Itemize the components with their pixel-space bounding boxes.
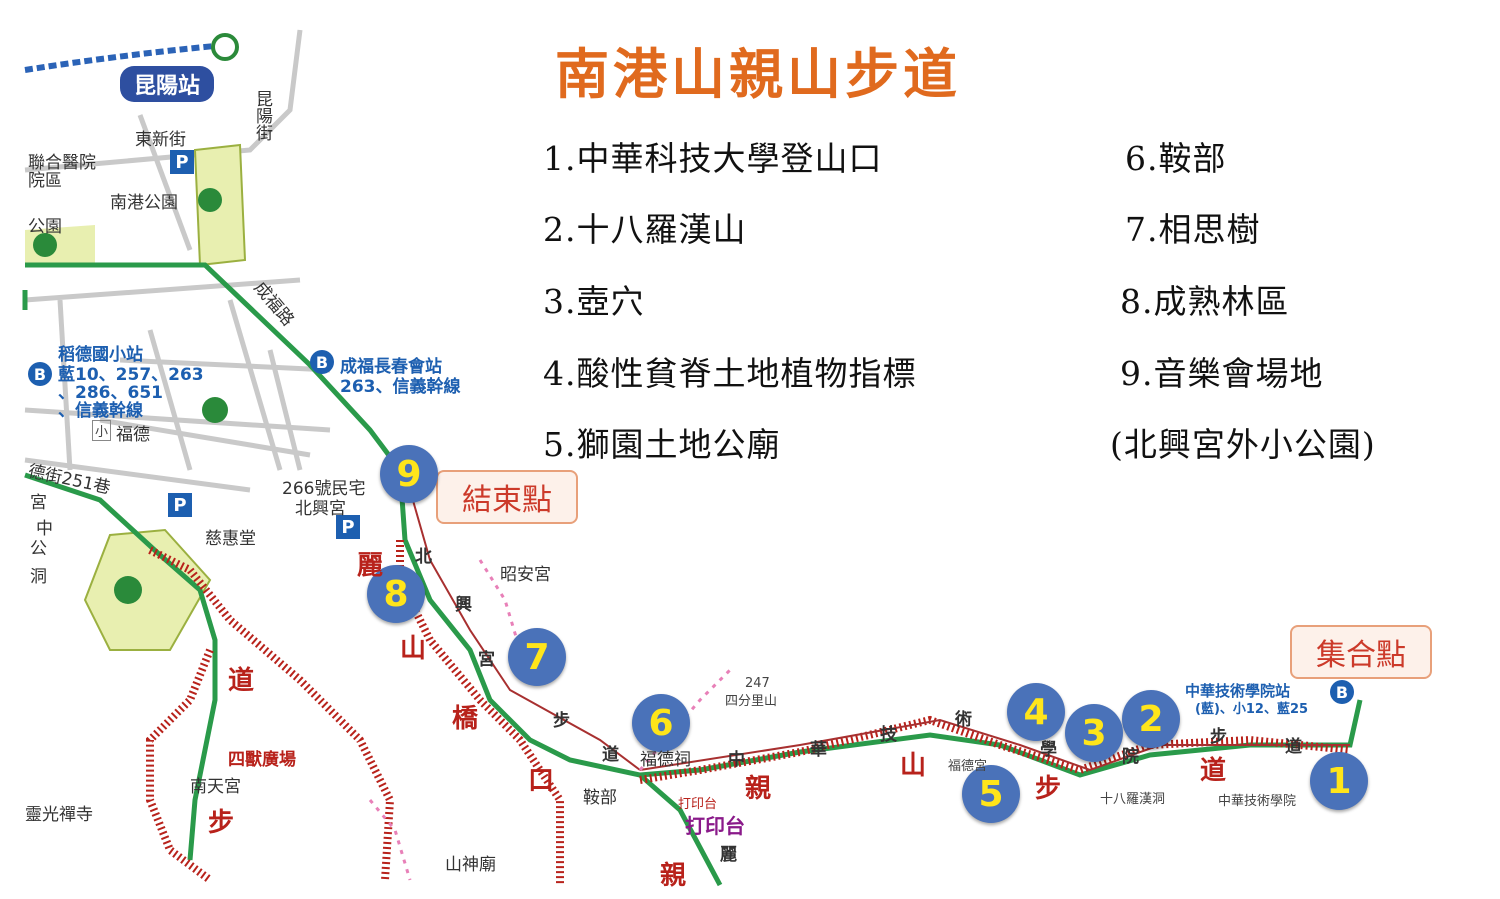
zhaoan-gong-label: 昭安宮 xyxy=(500,565,551,585)
sifenli-height-label: 247 xyxy=(745,676,770,691)
route-char-bu2: 步 xyxy=(553,711,570,731)
kunyang-street-label: 昆陽街 xyxy=(252,90,272,141)
legend-item-2: 2.十八羅漢山 xyxy=(543,210,747,249)
start-point-callout: 集合點 xyxy=(1290,625,1432,679)
cust-college-label: 中華技術學院 xyxy=(1218,794,1297,809)
daying-tai-big-label: 打印台 xyxy=(685,814,745,838)
road-grid xyxy=(24,29,331,493)
kunyang-station-label: 昆陽站 xyxy=(120,66,215,102)
daode-routes-3: 、信義幹線 xyxy=(58,401,143,421)
legend-item-4: 4.酸性貧脊土地植物指標 xyxy=(543,354,917,393)
marker-6[interactable]: 6 xyxy=(632,694,690,752)
nangang-park-label: 南港公園 xyxy=(110,193,178,213)
hospital-label: 聯合醫院 xyxy=(28,153,96,173)
daode-routes-1: 藍10、257、263 xyxy=(58,365,204,385)
daying-tai-label: 打印台 xyxy=(678,797,718,812)
route-char-zhong: 中 xyxy=(728,750,745,770)
marker-7[interactable]: 7 xyxy=(508,628,566,686)
marker-5[interactable]: 5 xyxy=(962,765,1020,823)
fude-ci-label: 福德祠 xyxy=(640,750,691,770)
legend-item-1: 1.中華科技大學登山口 xyxy=(543,139,883,178)
fude-gong-label: 福德宮 xyxy=(948,759,988,774)
legend-item-8: 8.成熟林區 xyxy=(1120,282,1290,321)
route-char-hua: 華 xyxy=(810,740,827,760)
end-point-callout: 結束點 xyxy=(436,470,578,524)
marker-3[interactable]: 3 xyxy=(1065,704,1123,762)
gong-label: 宮 xyxy=(30,493,47,513)
sifenli-shan-label: 四分里山 xyxy=(725,694,778,709)
route-char-qin: 親 xyxy=(660,861,687,891)
route-char-qiao: 橋 xyxy=(452,704,479,734)
marker-9[interactable]: 9 xyxy=(380,445,438,503)
parking-icon: P xyxy=(336,515,360,539)
shanshen-temple-label: 山神廟 xyxy=(445,855,496,875)
page-title: 南港山親山步道 xyxy=(555,42,961,106)
parking-icon: P xyxy=(170,150,194,174)
legend-item-6: 6.鞍部 xyxy=(1125,139,1227,178)
route-char-bu3: 步 xyxy=(1035,774,1062,804)
chengfu-stop-label: 成福長春會站 xyxy=(340,357,442,377)
cust-station-label: 中華技術學院站 xyxy=(1185,682,1291,700)
dongxin-street-label: 東新街 xyxy=(135,130,186,150)
route-char-qin2: 親 xyxy=(745,774,772,804)
legend-item-5: 5.獅園土地公廟 xyxy=(543,425,781,464)
bus-stop-icon: B xyxy=(1330,680,1354,704)
cust-routes-label: (藍)、小12、藍25 xyxy=(1195,702,1309,717)
route-char-shan2: 山 xyxy=(900,751,927,781)
hospital-area-label: 院區 xyxy=(28,171,62,191)
zhong-label: 中 xyxy=(36,519,53,539)
legend-item-3: 3.壺穴 xyxy=(543,282,645,321)
small-label: 小 xyxy=(92,420,112,441)
dong-label: 洞 xyxy=(30,567,47,587)
sishou-square-label: 四獸廣場 xyxy=(228,750,296,770)
bus-stop-icon: B xyxy=(28,362,52,386)
park-west-label: 公園 xyxy=(28,217,62,237)
route-char-dao: 道 xyxy=(228,666,255,696)
daode-stop-label: 稻德國小站 xyxy=(58,345,143,365)
route-char-xing: 興 xyxy=(455,595,472,615)
route-char-ji: 技 xyxy=(880,725,897,745)
lingguang-temple-label: 靈光禪寺 xyxy=(25,805,93,825)
legend-item-9-note: (北興宮外小公園) xyxy=(1110,425,1376,464)
route-char-gong: 宮 xyxy=(478,650,495,670)
marker-1[interactable]: 1 xyxy=(1310,752,1368,810)
route-char-bu: 步 xyxy=(208,808,235,838)
route-char-dao4: 道 xyxy=(1200,756,1227,786)
nantian-gong-label: 南天宮 xyxy=(190,777,241,797)
luohan-cave-label: 十八羅漢洞 xyxy=(1100,792,1166,807)
legend-item-7: 7.相思樹 xyxy=(1125,210,1261,249)
marker-8[interactable]: 8 xyxy=(367,565,425,623)
route-char-xue: 學 xyxy=(1040,740,1057,760)
route-char-bu4: 步 xyxy=(1210,727,1227,747)
route-char-li: 麗 xyxy=(357,551,384,581)
cihui-tang-label: 慈惠堂 xyxy=(205,529,256,549)
daode-routes-2: 、286、651 xyxy=(58,383,163,403)
marker-2[interactable]: 2 xyxy=(1122,690,1180,748)
route-char-yuan: 院 xyxy=(1122,747,1139,767)
gong2-label: 公 xyxy=(30,539,47,559)
chengfu-routes-label: 263、信義幹線 xyxy=(340,377,461,397)
anbu-label: 鞍部 xyxy=(583,788,617,808)
route-char-shan: 山 xyxy=(400,634,427,664)
beixing-gong-label: 北興宮 xyxy=(295,499,346,519)
beixing-house-label: 266號民宅 xyxy=(282,479,366,499)
route-char-dao3: 道 xyxy=(1285,737,1302,757)
marker-4[interactable]: 4 xyxy=(1007,683,1065,741)
route-char-bei: 北 xyxy=(415,547,432,567)
fude-label: 福德 xyxy=(116,425,150,445)
route-char-li2: 麗 xyxy=(720,845,737,865)
route-char-shu: 術 xyxy=(955,710,972,730)
route-char-dao2: 道 xyxy=(602,745,619,765)
parking-icon: P xyxy=(168,493,192,517)
route-char-kou: 口 xyxy=(528,766,555,796)
legend-item-9: 9.音樂會場地 xyxy=(1120,354,1324,393)
bus-stop-icon: B xyxy=(310,350,334,374)
